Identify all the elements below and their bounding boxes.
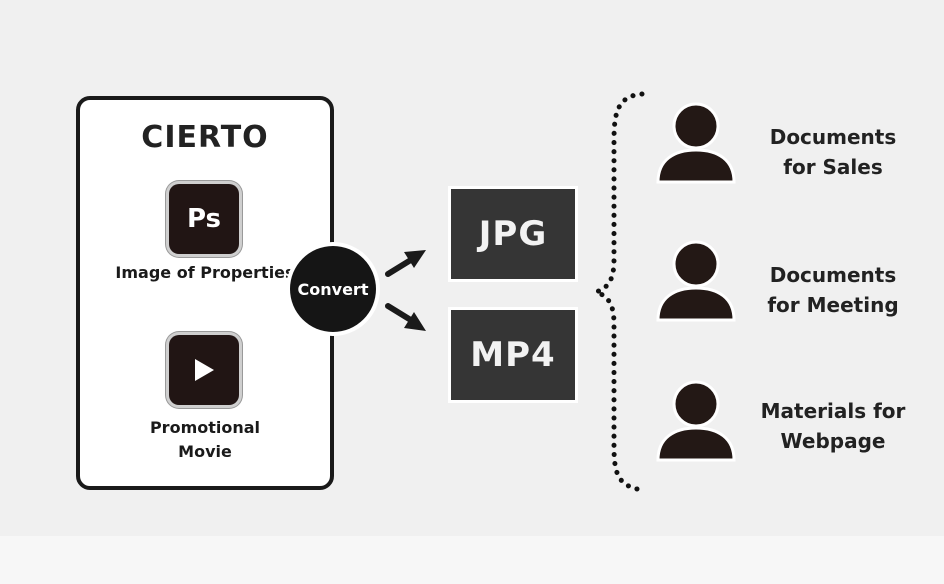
promotional-movie-label-line2: Movie (178, 442, 232, 461)
audience-label-line2: for Meeting (767, 293, 899, 317)
audience-label-meeting: Documents for Meeting (740, 260, 926, 320)
audience-label-sales: Documents for Sales (740, 122, 926, 182)
audience-label-line1: Documents (769, 263, 897, 287)
photoshop-icon: Ps (169, 184, 239, 254)
play-icon (169, 335, 239, 405)
image-of-properties-label: Image of Properties (115, 263, 295, 282)
promotional-movie-label-line1: Promotional (149, 418, 261, 437)
mp4-format-box: MP4 (448, 307, 578, 403)
panel-title: CIERTO (141, 120, 269, 155)
audience-label-line1: Documents (769, 125, 897, 149)
photoshop-icon-text: Ps (186, 204, 222, 234)
person-icon (656, 102, 736, 184)
person-icon (656, 380, 736, 462)
dotted-brace-icon (588, 91, 645, 493)
arrow-to-jpg-icon (385, 250, 426, 277)
arrow-to-mp4-icon (385, 303, 426, 331)
audience-label-line2: for Sales (783, 155, 883, 179)
bottom-band (0, 536, 944, 584)
audience-label-line2: Webpage (780, 429, 886, 453)
promotional-movie-label: Promotional Movie (80, 416, 330, 464)
play-triangle-icon (195, 359, 214, 381)
convert-circle: Convert (290, 246, 376, 332)
person-icon (656, 240, 736, 322)
audience-label-line1: Materials for (760, 399, 906, 423)
audience-label-webpage: Materials for Webpage (740, 396, 926, 456)
jpg-format-box: JPG (448, 186, 578, 282)
